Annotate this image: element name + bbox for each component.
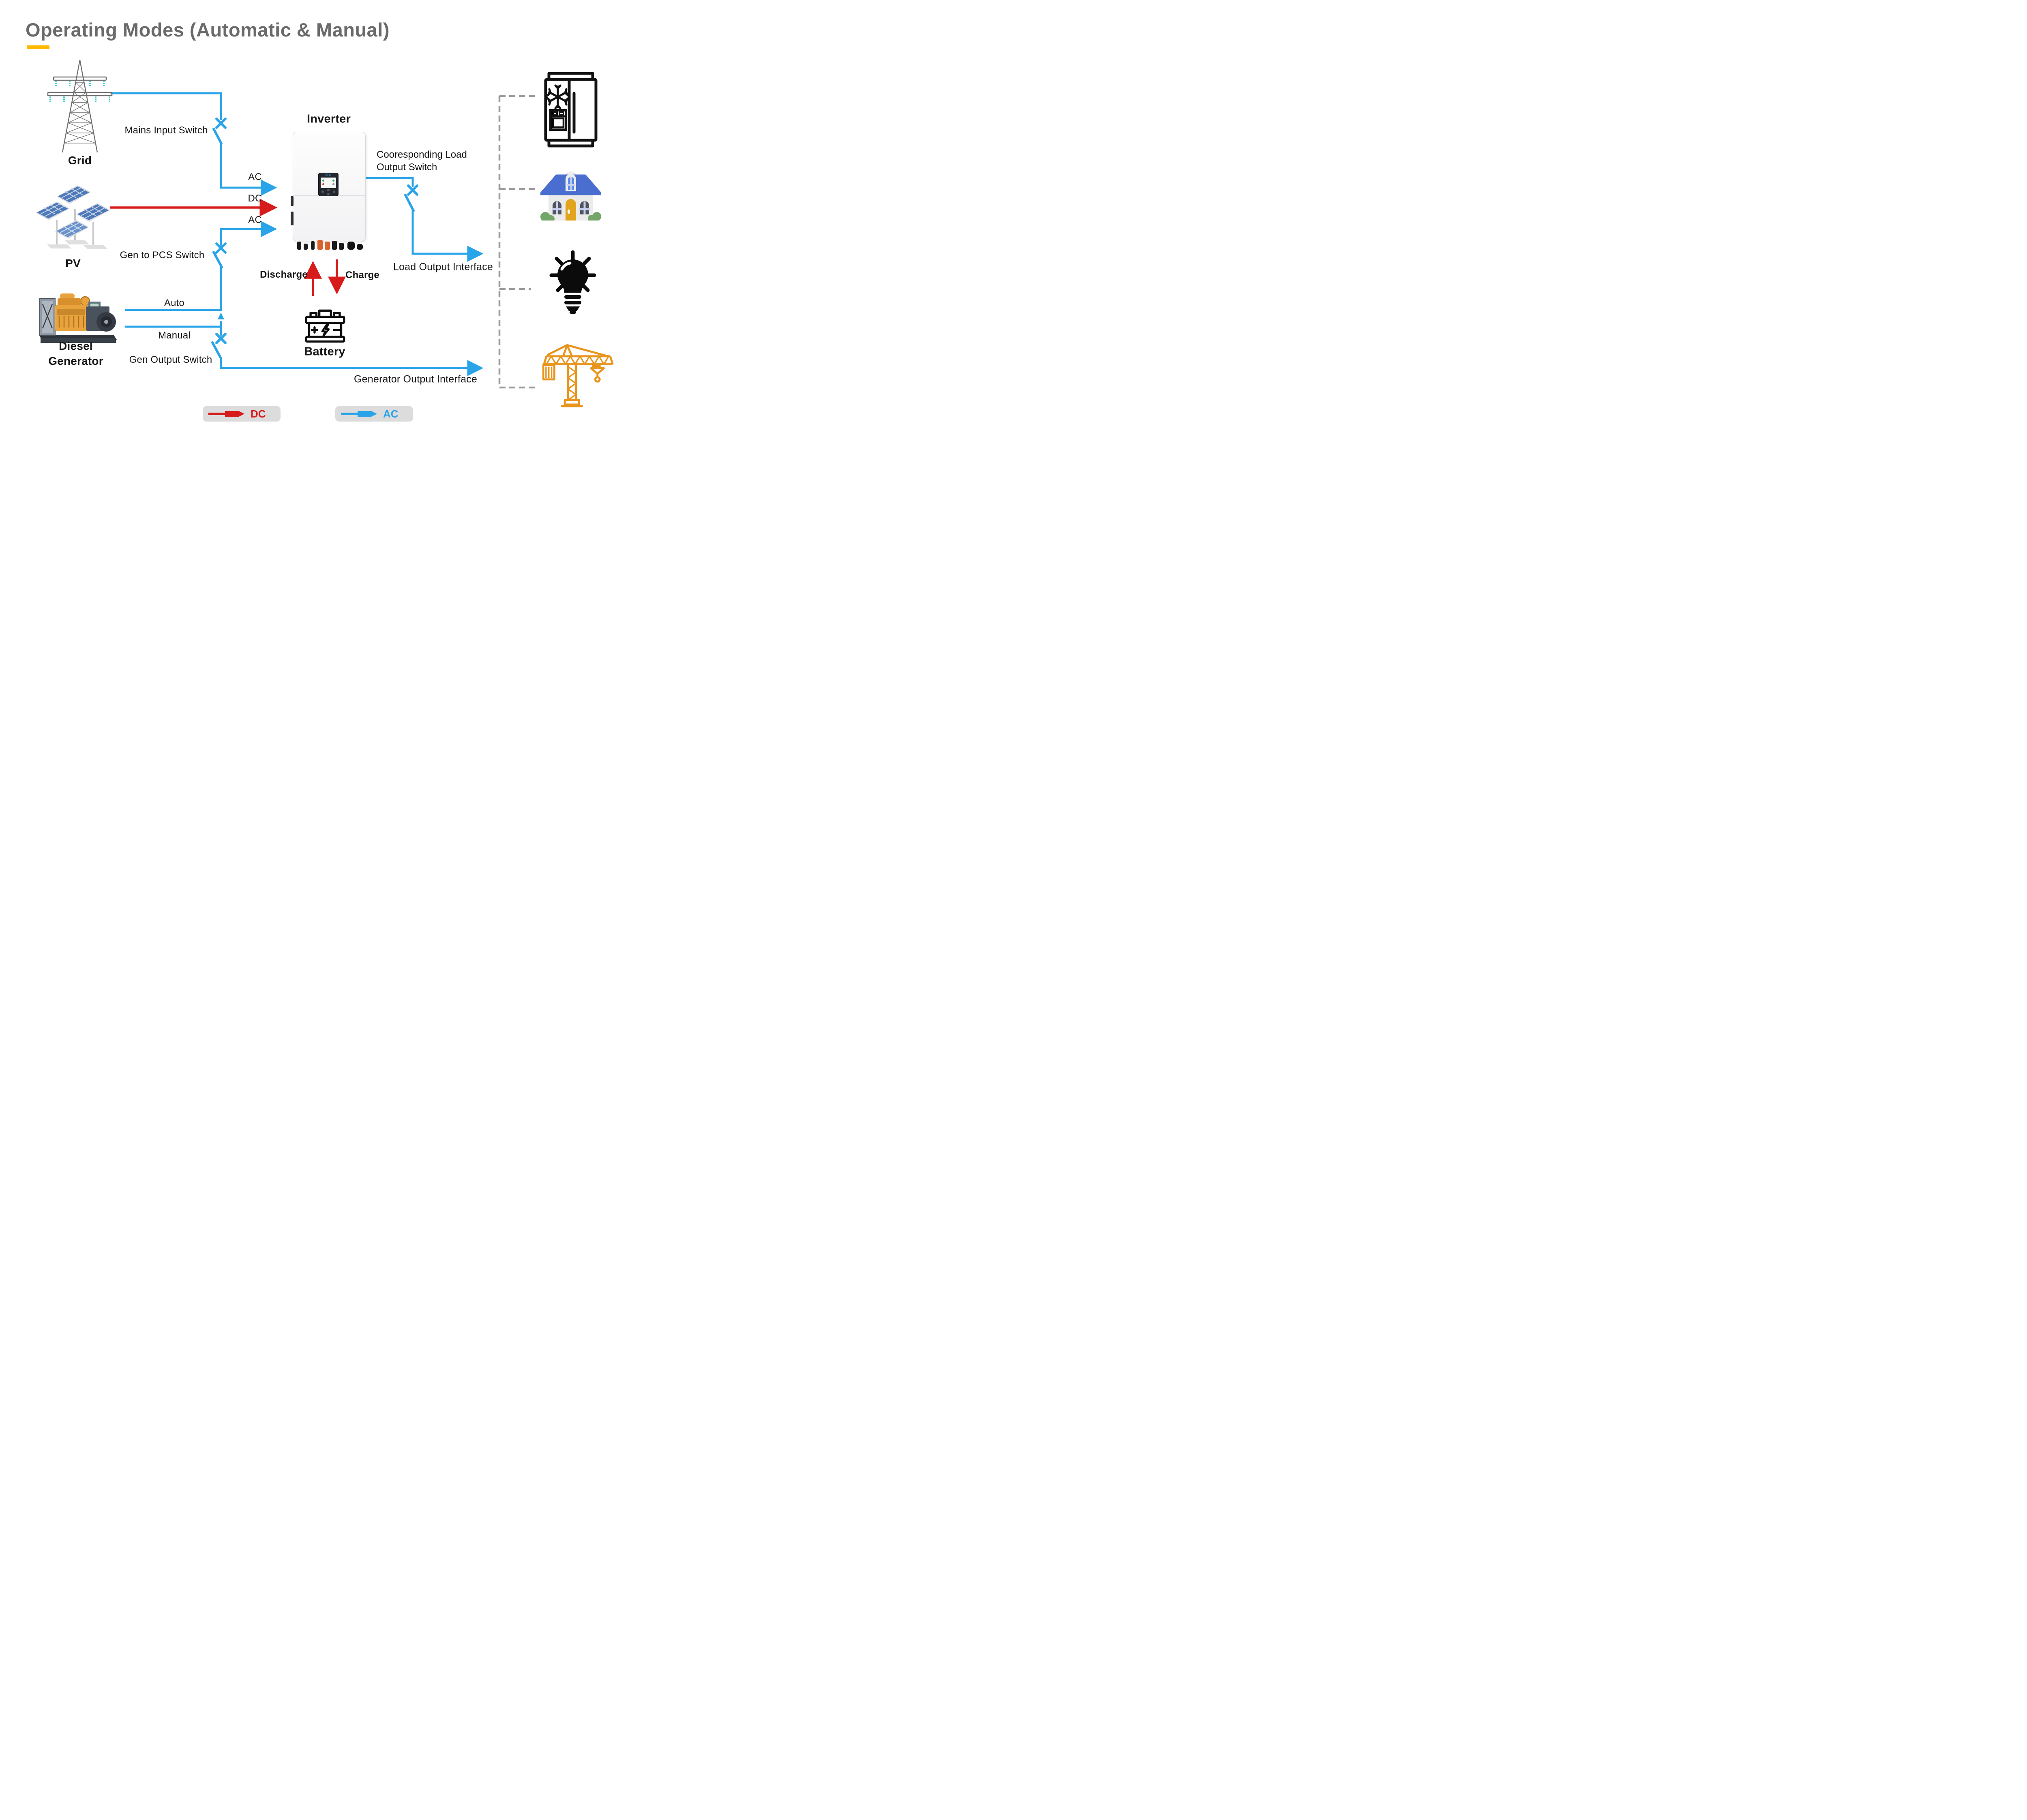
lcd-green-dot [332,180,334,182]
dc-label: DC [248,193,262,204]
pv-label: PV [65,257,81,270]
connector [311,241,315,250]
battery-label: Battery [304,345,345,358]
lcd-red-dot [322,183,324,185]
connector [304,244,308,250]
ac-top-label: AC [248,171,262,182]
load-output-interface-label: Load Output Interface [393,261,493,273]
connector [297,242,301,250]
inverter-label: Inverter [307,112,351,126]
load-output-switch-line2: Output Switch [377,162,437,173]
gen-to-pcs-switch-label: Gen to PCS Switch [120,250,205,261]
grid-ac-line-lower [220,141,277,196]
house-window [579,201,590,214]
connector [339,243,344,250]
fridge-dispenser [549,109,567,131]
gen-to-pcs-blade [212,251,223,268]
solar-panels-icon [36,185,110,249]
grid-label: Grid [68,154,92,167]
connector [332,241,337,250]
lcd-gray-dot [332,183,334,185]
inverter-side-tab [291,212,294,225]
inverter-brand: Deye [325,174,332,176]
house-window [552,201,562,214]
inverter-button [327,193,330,195]
gen-output-blade [211,341,222,360]
diesel-label-line2: Generator [48,355,103,367]
legend-dc-label: DC [251,407,266,420]
charge-label: Charge [345,270,379,280]
inverter-button [327,189,330,191]
discharge-label: Discharge [260,269,308,280]
gen-output-switch-label: Gen Output Switch [129,354,212,365]
inverter-button [321,191,324,193]
grid-ac-line-upper [110,92,222,120]
load-switch-blade [404,194,415,212]
tower-crane-icon [542,344,614,407]
grid-tower-icon [47,60,113,153]
generator-output-line [220,356,484,376]
inverter-connectors [297,240,363,251]
manual-to-auto-arrowhead [218,313,224,319]
mains-input-switch-label: Mains Input Switch [124,125,208,136]
load-output-line [411,209,484,262]
load-output-switch-line1: Cooresponding Load [377,149,467,160]
diesel-label-line1: Diesel [59,340,93,352]
inverter-side-tab [291,196,294,206]
light-bulb-icon [549,250,596,314]
inverter-load-line-upper [364,177,414,187]
legend-ac-arrow [341,411,377,417]
diesel-generator-icon [39,293,117,343]
battery-icon [305,309,345,343]
connector [357,244,363,250]
load-output-switch-label: Cooresponding Load Output Switch [377,148,467,173]
generator-output-interface-label: Generator Output Interface [354,373,477,385]
load-bus-dashed-line [498,95,537,389]
title-accent-bar [27,45,49,49]
gen-output-x-icon [215,333,227,344]
pv-panel [36,185,110,239]
legend-ac: AC [335,406,413,422]
wiring-diagram-layer [110,92,537,389]
lcd-green-dot [322,180,324,182]
legend-dc-arrow [208,411,244,417]
insulator-strings [49,81,110,102]
mains-switch-blade [212,128,223,145]
snowflake-icon [546,84,570,109]
inverter-device: Deye [291,132,366,241]
legend-dc: DC [203,406,281,422]
house-door [566,199,576,221]
house-icon [540,171,601,223]
ac-bottom-label: AC [248,214,262,225]
gen-to-pcs-x-icon [215,242,227,254]
refrigerator-icon [544,72,598,148]
mains-switch-x-icon [215,118,227,129]
manual-label: Manual [158,330,191,341]
connector [317,240,323,250]
inverter-button [333,191,335,193]
diesel-generator-label: Diesel Generator [23,338,129,368]
legend-ac-label: AC [383,407,399,420]
inverter-lcd [321,178,336,188]
page-title: Operating Modes (Automatic & Manual) [26,19,390,41]
connector [325,242,330,250]
auto-label: Auto [164,298,185,308]
load-switch-x-icon [407,184,418,196]
inverter-display-panel: Deye [318,173,339,196]
connector [347,242,355,250]
